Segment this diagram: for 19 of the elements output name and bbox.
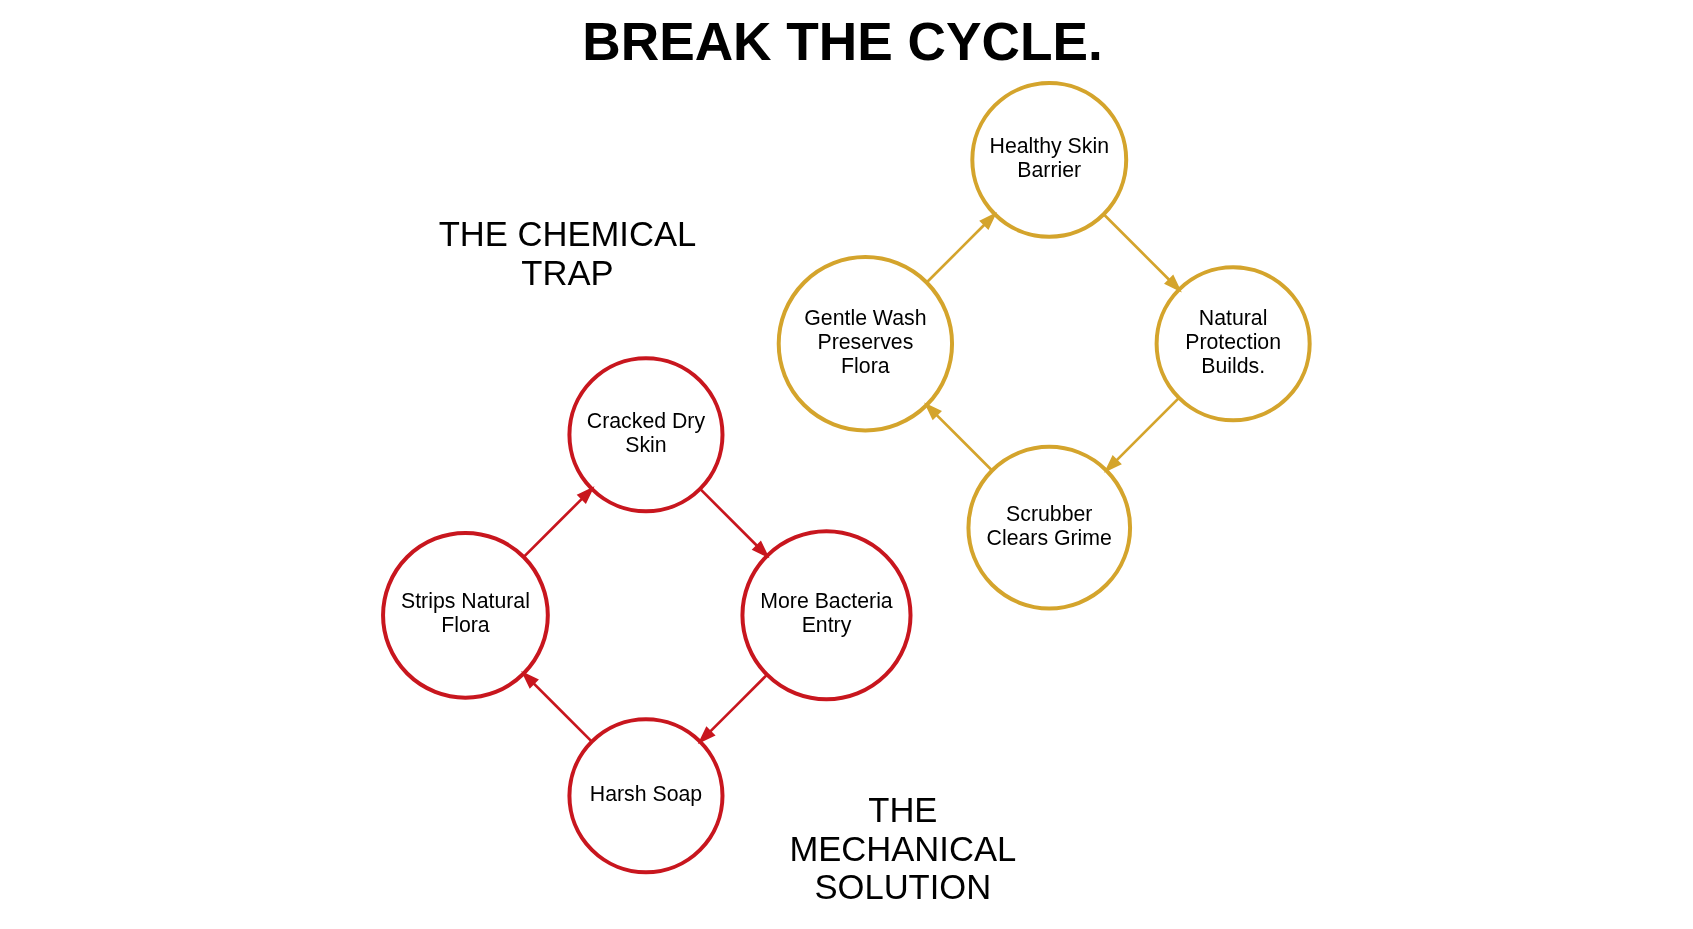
node-circle: Cracked Dry Skin <box>567 356 725 514</box>
arrow <box>1104 397 1180 473</box>
arrow <box>926 212 997 283</box>
node-circle: More Bacteria Entry <box>740 529 913 702</box>
diagram-title: BREAK THE CYCLE. <box>582 12 1103 72</box>
node-circle: Gentle Wash Preserves Flora <box>776 255 955 433</box>
label: THE CHEMICAL TRAP <box>438 215 697 292</box>
node-circle: Strips Natural Flora <box>381 530 550 700</box>
node-circle: Natural Protection Builds. <box>1154 265 1312 423</box>
arrow <box>699 487 770 559</box>
arrow <box>1103 213 1182 293</box>
arrow <box>924 402 994 472</box>
node-circle: Healthy Skin Barrier <box>970 80 1129 239</box>
label: THE MECHANICAL SOLUTION <box>789 790 1017 907</box>
arrow <box>697 673 768 744</box>
node-circle: Harsh Soap <box>567 717 725 875</box>
arrow <box>522 486 595 559</box>
node-circle: Scrubber Clears Grime <box>966 444 1133 611</box>
arrow <box>521 670 593 743</box>
